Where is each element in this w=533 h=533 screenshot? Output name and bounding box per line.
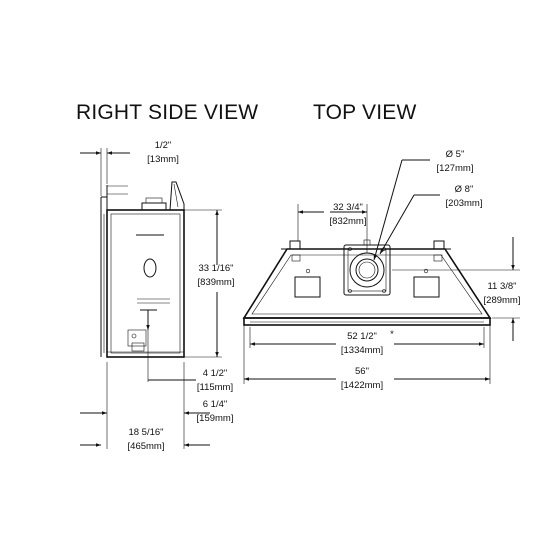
vent-offset-metric: [832mm] [330, 216, 367, 227]
outer-diameter-imperial: Ø 8" [455, 184, 474, 195]
bottom-depth-metric: [159mm] [197, 413, 234, 424]
bottom-offset-metric: [115mm] [197, 382, 233, 393]
overall-width-imperial: 56" [355, 366, 369, 377]
inner-diameter-imperial: Ø 5" [446, 149, 465, 160]
top-offset-metric: [13mm] [147, 154, 179, 165]
bottom-offset-imperial: 4 1/2" [203, 368, 228, 379]
right-side-dimensions: 1/2" [13mm] 33 1/16" [839mm] 4 1/2" [115… [80, 140, 234, 452]
right-side-view-title: RIGHT SIDE VIEW [76, 101, 259, 124]
top-view-title: TOP VIEW [313, 101, 417, 124]
vent-offset-imperial: 32 3/4" [333, 202, 363, 213]
front-width-mark: * [390, 329, 394, 340]
top-view-drawing [242, 239, 492, 326]
outer-diameter-metric: [203mm] [446, 198, 483, 209]
bottom-depth-imperial: 6 1/4" [203, 399, 228, 410]
side-depth-metric: [465mm] [128, 441, 165, 452]
overall-width-metric: [1422mm] [341, 380, 383, 391]
top-view-dimensions: Ø 5" [127mm] Ø 8" [203mm] 32 3/4" [832mm… [243, 149, 521, 391]
height-metric: [839mm] [198, 277, 235, 288]
front-width-metric: [1334mm] [341, 345, 383, 356]
top-depth-imperial: 11 3/8" [487, 281, 516, 292]
top-depth-metric: [289mm] [484, 295, 521, 306]
inner-diameter-metric: [127mm] [437, 163, 474, 174]
side-depth-imperial: 18 5/16" [128, 427, 163, 438]
right-side-view-drawing [100, 181, 185, 358]
height-imperial: 33 1/16" [198, 263, 233, 274]
front-width-imperial: 52 1/2" [347, 331, 377, 342]
top-offset-imperial: 1/2" [155, 140, 172, 151]
